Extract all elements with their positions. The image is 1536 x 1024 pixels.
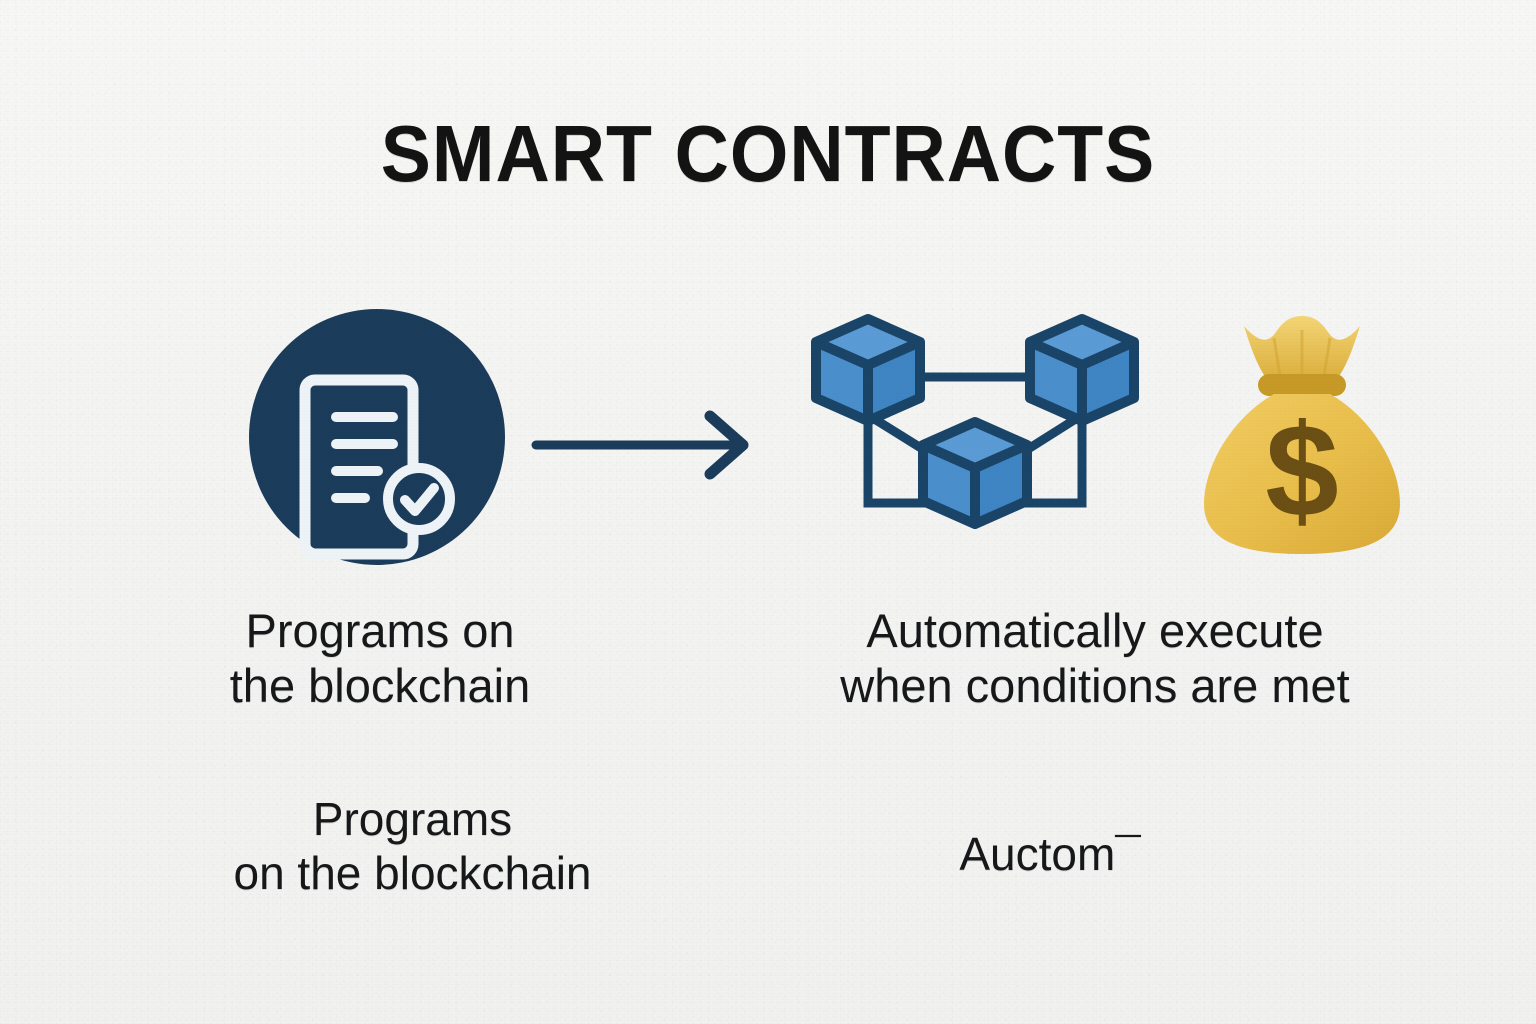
caption-left-secondary: Programs on the blockchain bbox=[233, 793, 592, 899]
blockchain-network-icon bbox=[790, 305, 1160, 570]
dollar-sign-icon: $ bbox=[1265, 397, 1338, 544]
check-icon bbox=[400, 483, 439, 516]
blockchain-cube-top-right bbox=[1030, 319, 1134, 421]
svg-text:$: $ bbox=[1265, 397, 1338, 544]
arrow-right-icon bbox=[530, 405, 770, 485]
document-check-icon bbox=[247, 307, 507, 567]
money-bag-icon: $ bbox=[1196, 308, 1408, 566]
money-bag-body bbox=[1204, 394, 1400, 554]
blockchain-cube-bottom-center bbox=[923, 422, 1027, 524]
blockchain-cube-top-left bbox=[816, 319, 920, 421]
document-sheet-outline bbox=[299, 374, 419, 560]
page-title: SMART CONTRACTS bbox=[380, 109, 1156, 198]
caption-right-secondary: Auctom¯ bbox=[959, 828, 1141, 880]
money-bag-folds bbox=[1272, 330, 1332, 377]
money-bag-band bbox=[1258, 374, 1346, 396]
arrow-head bbox=[704, 410, 749, 480]
caption-left-primary: Programs on the blockchain bbox=[229, 604, 531, 712]
caption-right-primary: Automatically execute when conditions ar… bbox=[840, 604, 1350, 712]
document-icon-circle-background bbox=[249, 309, 505, 565]
connector-left-leg bbox=[863, 410, 943, 508]
connector-right-leg bbox=[1007, 410, 1087, 508]
